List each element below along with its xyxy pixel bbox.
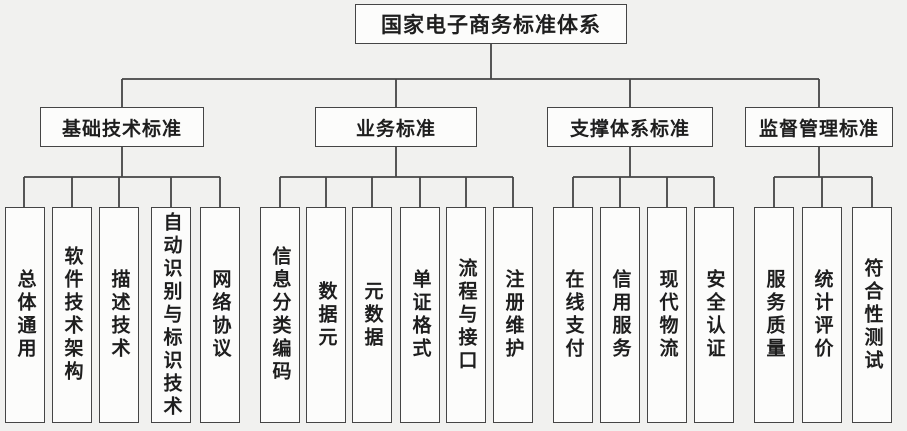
leaf-label: 元数据 — [361, 280, 383, 350]
leaf-box: 符合性测试 — [852, 207, 892, 423]
group-box-basic-tech: 基础技术标准 — [40, 107, 204, 147]
group-box-supervision: 监督管理标准 — [745, 107, 893, 147]
leaf-label: 统计评价 — [811, 269, 833, 361]
group-label: 支撑体系标准 — [569, 118, 690, 140]
group3-connector — [572, 147, 715, 207]
leaf-box: 服务质量 — [754, 207, 794, 423]
leaf-box: 描述技术 — [99, 207, 139, 423]
leaf-box: 软件技术架构 — [52, 207, 92, 423]
group-box-support-system: 支撑体系标准 — [547, 107, 713, 147]
group-label: 基础技术标准 — [61, 118, 182, 140]
leaf-label: 信用服务 — [609, 269, 631, 361]
leaf-label: 单证格式 — [409, 269, 431, 361]
leaf-label: 数据元 — [315, 280, 337, 350]
leaf-label: 总体通用 — [14, 269, 36, 361]
leaf-label: 注册维护 — [502, 269, 524, 361]
leaf-box: 现代物流 — [647, 207, 687, 423]
group4-connector — [773, 147, 873, 207]
group-label: 业务标准 — [355, 118, 436, 140]
leaf-label: 自动识别与标识技术 — [160, 211, 182, 419]
root-connector — [121, 44, 820, 107]
leaf-label: 信息分类编码 — [269, 246, 291, 384]
leaf-box: 总体通用 — [5, 207, 45, 423]
leaf-box: 统计评价 — [802, 207, 842, 423]
leaf-box: 注册维护 — [493, 207, 533, 423]
leaf-box: 信用服务 — [600, 207, 640, 423]
leaf-box: 在线支付 — [553, 207, 593, 423]
group1-connector — [23, 147, 221, 207]
leaf-box: 网络协议 — [200, 207, 240, 423]
leaf-box: 自动识别与标识技术 — [151, 207, 191, 423]
root-box: 国家电子商务标准体系 — [355, 4, 627, 44]
leaf-box: 安全认证 — [694, 207, 734, 423]
group2-connector — [279, 147, 514, 207]
leaf-label: 现代物流 — [656, 269, 678, 361]
group-box-business: 业务标准 — [315, 107, 477, 147]
leaf-label: 服务质量 — [763, 269, 785, 361]
leaf-box: 信息分类编码 — [260, 207, 300, 423]
leaf-label: 描述技术 — [108, 269, 130, 361]
group-label: 监督管理标准 — [758, 118, 879, 140]
leaf-box: 流程与接口 — [446, 207, 486, 423]
leaf-label: 流程与接口 — [455, 257, 477, 373]
root-label: 国家电子商务标准体系 — [381, 13, 601, 37]
leaf-label: 网络协议 — [209, 269, 231, 361]
leaf-box: 单证格式 — [400, 207, 440, 423]
leaf-label: 符合性测试 — [861, 257, 883, 373]
leaf-label: 在线支付 — [562, 269, 584, 361]
leaf-label: 软件技术架构 — [61, 246, 83, 384]
leaf-box: 数据元 — [306, 207, 346, 423]
leaf-box: 元数据 — [352, 207, 392, 423]
leaf-label: 安全认证 — [703, 269, 725, 361]
